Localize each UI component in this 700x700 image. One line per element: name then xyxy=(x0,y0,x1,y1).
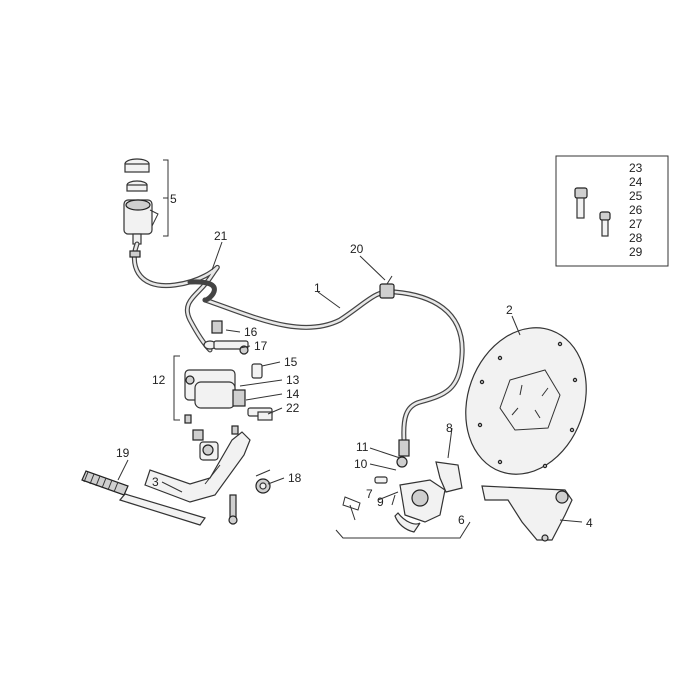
label-9: 9 xyxy=(377,495,384,509)
leader-lines xyxy=(117,197,583,523)
inset-label: 26 xyxy=(629,203,643,217)
hose-clip xyxy=(379,275,395,299)
part-number-labels: 5 21 1 20 2 16 17 15 12 13 14 22 8 11 10… xyxy=(116,192,593,530)
label-16: 16 xyxy=(244,325,258,339)
brake-fluid-reservoir xyxy=(123,158,169,245)
label-12: 12 xyxy=(152,373,166,387)
label-20: 20 xyxy=(350,242,364,256)
label-11: 11 xyxy=(356,440,369,454)
label-14: 14 xyxy=(286,387,300,401)
label-2: 2 xyxy=(506,303,513,317)
label-8: 8 xyxy=(446,421,453,435)
inset-part-numbers: 23 24 25 26 27 28 29 xyxy=(629,161,643,259)
main-brake-hose xyxy=(187,279,465,457)
caliper-bracket xyxy=(481,485,573,542)
return-spring xyxy=(255,469,271,494)
brake-caliper xyxy=(335,456,471,539)
inset-label: 27 xyxy=(629,217,643,231)
label-21: 21 xyxy=(214,229,228,243)
label-3: 3 xyxy=(152,475,159,489)
master-cylinder xyxy=(173,355,273,435)
inset-label: 24 xyxy=(629,175,643,189)
label-15: 15 xyxy=(284,355,298,369)
label-7: 7 xyxy=(366,487,373,501)
label-17: 17 xyxy=(254,339,268,353)
reservoir-hose xyxy=(129,241,220,353)
inset-label: 23 xyxy=(629,161,643,175)
label-22: 22 xyxy=(286,401,300,415)
label-5: 5 xyxy=(170,192,177,206)
label-18: 18 xyxy=(288,471,302,485)
banjo-fittings xyxy=(203,320,263,379)
inset-label: 25 xyxy=(629,189,643,203)
label-6: 6 xyxy=(458,513,465,527)
hardware-inset-box xyxy=(555,155,669,267)
label-19: 19 xyxy=(116,446,130,460)
label-4: 4 xyxy=(586,516,593,530)
inset-label: 29 xyxy=(629,245,643,259)
brake-pedal xyxy=(118,429,251,526)
label-10: 10 xyxy=(354,457,368,471)
label-13: 13 xyxy=(286,373,300,387)
inset-label: 28 xyxy=(629,231,643,245)
label-1: 1 xyxy=(314,281,321,295)
brake-disc xyxy=(465,327,587,475)
pedal-rubber xyxy=(81,470,129,496)
